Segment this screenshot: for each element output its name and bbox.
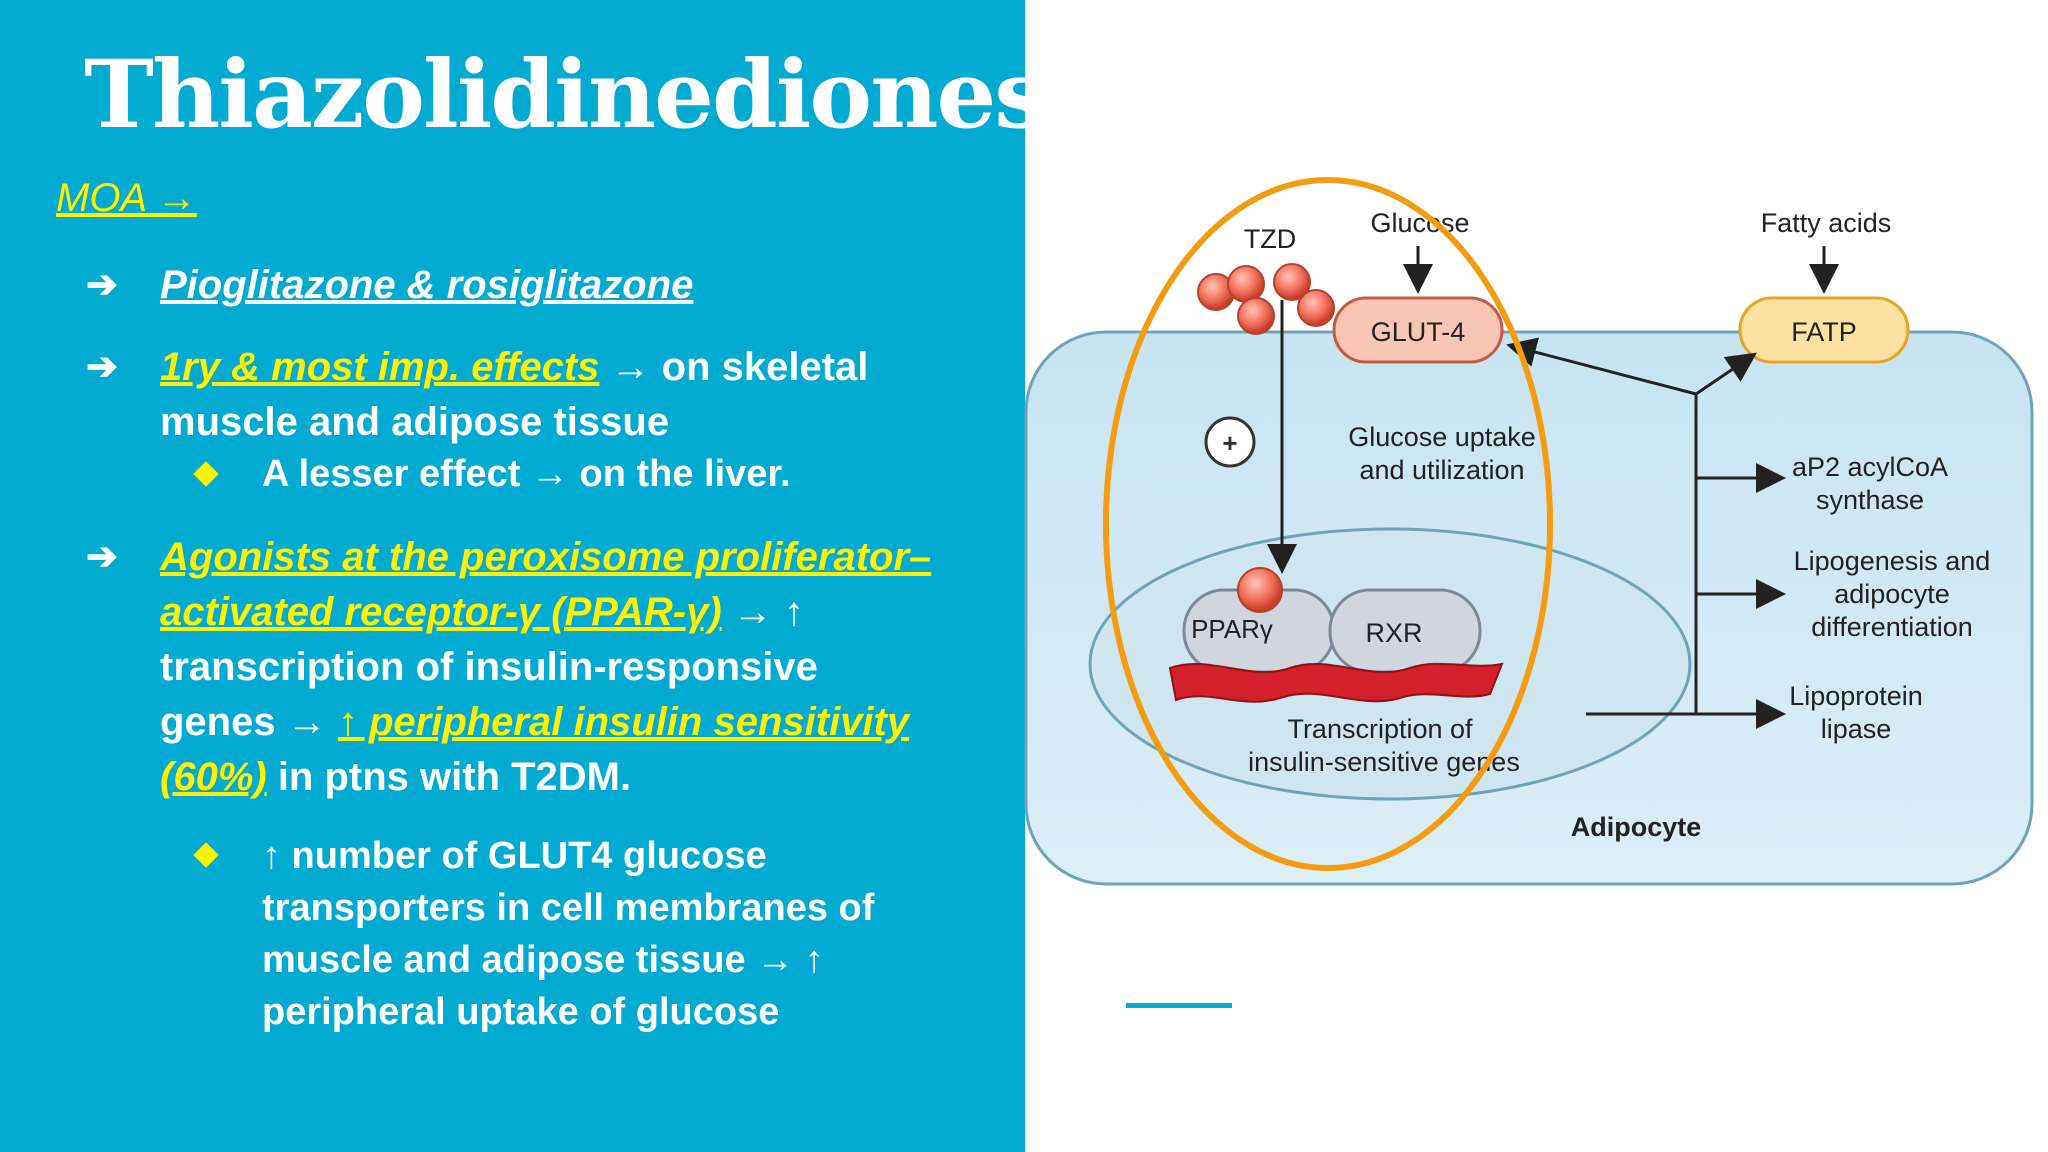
glut4-line3: muscle and adipose tissue → ↑ — [262, 939, 824, 981]
ppar-label: PPARγ — [1191, 614, 1273, 644]
bound-tzd-molecule — [1237, 567, 1283, 613]
ppar-text-line4: genes → — [160, 700, 338, 744]
arrow-bullet-icon: ➔ — [86, 536, 118, 578]
percent-highlight: (60%) — [160, 755, 267, 799]
ppar-highlight-line1: Agonists at the peroxisome proliferator– — [160, 535, 932, 579]
accent-line — [1126, 1003, 1232, 1008]
adipocyte-diagram: GLUT-4 FATP TZD Glucose Fatty acids + — [1020, 170, 2040, 895]
arrow-bullet-icon: ➔ — [86, 346, 118, 388]
uptake-label-2: and utilization — [1359, 455, 1524, 485]
glut4-transporter — [1332, 296, 1504, 364]
sensitivity-highlight: ↑ peripheral insulin sensitivity — [337, 700, 910, 744]
fatty-acids-label: Fatty acids — [1761, 208, 1892, 238]
tzd-molecule — [1273, 263, 1311, 301]
moa-heading: MOA → — [56, 176, 197, 220]
transcription-label-1: Transcription of — [1287, 714, 1473, 744]
highlight-circle — [1103, 177, 1553, 871]
sub-bullet-liver: A lesser effect → on the liver. — [262, 453, 791, 495]
sub-bullet-glut4: ↑ number of GLUT4 glucose transporters i… — [262, 830, 952, 1038]
tzd-molecule — [1237, 297, 1275, 335]
ap2-label-1: aP2 acylCoA — [1792, 452, 1948, 482]
lipogenesis-label-3: differentiation — [1811, 612, 1973, 642]
glut4-line1: ↑ number of GLUT4 glucose — [262, 835, 767, 877]
ppar-text-line3: transcription of insulin-responsive — [160, 645, 818, 689]
glut4-label: GLUT-4 — [1371, 317, 1466, 347]
fatp-transporter — [1738, 296, 1910, 364]
plus-sign-text: + — [1222, 428, 1237, 458]
ppar-text-line5: in ptns with T2DM. — [266, 755, 632, 799]
left-text-panel: Thiazolidinediones MOA → ➔ Pioglitazone … — [0, 0, 1025, 1152]
effects-text: → on skeletal — [599, 345, 869, 389]
plus-icon — [1204, 416, 1256, 468]
lipogenesis-label-1: Lipogenesis and — [1794, 546, 1991, 576]
lipoprotein-label-2: lipase — [1821, 714, 1892, 744]
tzd-label: TZD — [1244, 224, 1296, 254]
tzd-molecule — [1297, 289, 1335, 327]
arrow-to-glut4 — [1506, 337, 1697, 396]
effects-text-line2: muscle and adipose tissue — [160, 400, 670, 444]
ap2-label-2: synthase — [1816, 485, 1924, 515]
effects-highlight: 1ry & most imp. effects — [160, 345, 600, 389]
arrow-to-fatp — [1695, 352, 1757, 396]
slide-title: Thiazolidinediones — [84, 40, 1047, 150]
dna-strand — [1168, 662, 1504, 703]
tzd-molecule — [1227, 265, 1265, 303]
bullet-ppar: Agonists at the peroxisome proliferator–… — [160, 530, 940, 805]
drug-names: Pioglitazone & rosiglitazone — [160, 263, 694, 307]
diamond-bullet-icon — [193, 461, 219, 487]
lipogenesis-label-2: adipocyte — [1834, 579, 1950, 609]
adipocyte-label: Adipocyte — [1571, 812, 1702, 842]
lipoprotein-label-1: Lipoprotein — [1789, 681, 1923, 711]
uptake-label-1: Glucose uptake — [1348, 422, 1536, 452]
ppar-text: → ↑ — [721, 590, 804, 634]
bullet-effects: 1ry & most imp. effects → on skeletal mu… — [160, 340, 940, 450]
fatp-label: FATP — [1791, 317, 1857, 347]
transcription-label-2: insulin-sensitive genes — [1248, 747, 1520, 777]
glut4-line2: transporters in cell membranes of — [262, 887, 875, 929]
glut4-line4: peripheral uptake of glucose — [262, 991, 780, 1033]
diamond-bullet-icon — [193, 842, 219, 868]
bullet-drugs: Pioglitazone & rosiglitazone — [160, 258, 940, 313]
diagram-svg: GLUT-4 FATP TZD Glucose Fatty acids + — [1024, 177, 2034, 886]
ppar-highlight-line2: activated receptor-γ (PPAR-γ) — [160, 590, 722, 634]
arrow-bullet-icon: ➔ — [86, 264, 118, 306]
rxr-label: RXR — [1365, 618, 1422, 648]
